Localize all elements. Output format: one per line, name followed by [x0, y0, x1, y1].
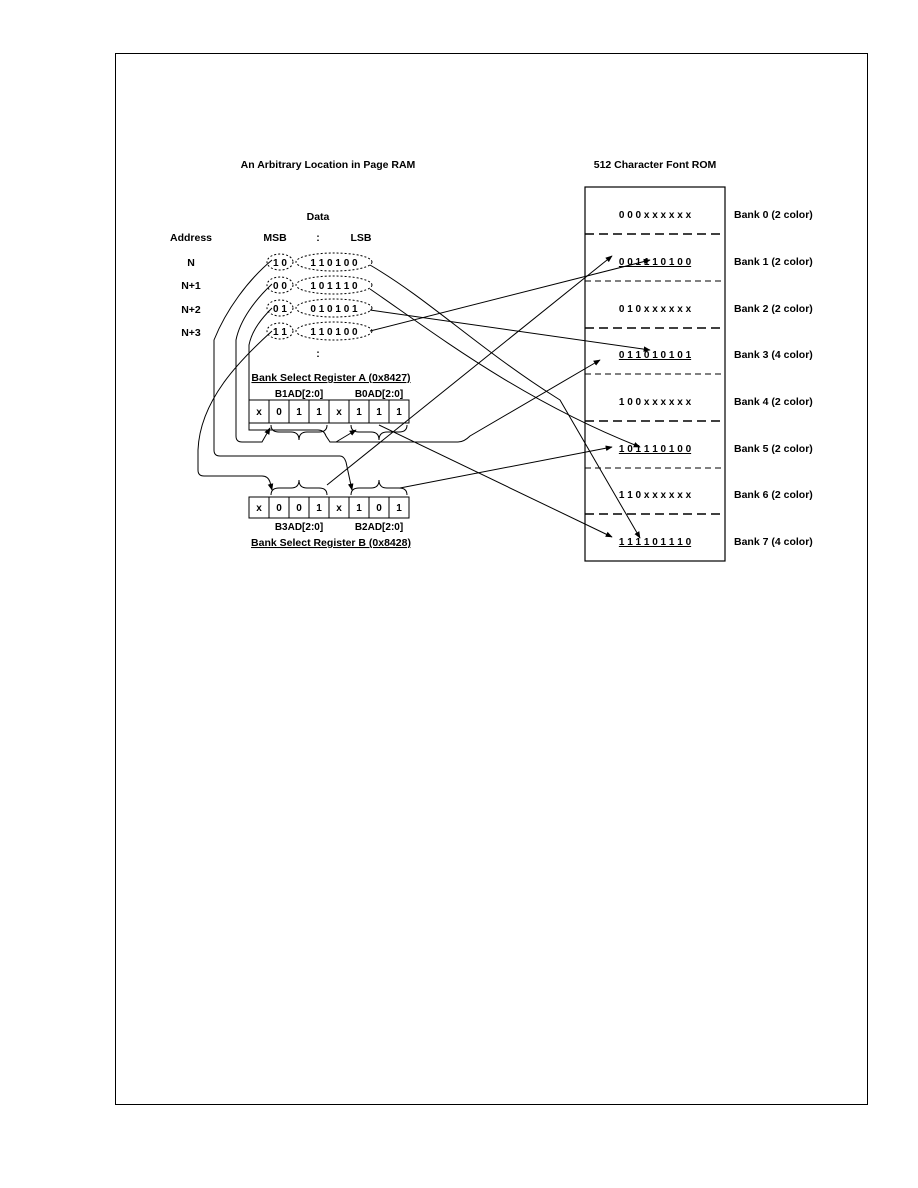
lsb-n-to-bank7	[369, 264, 641, 539]
bank-label: Bank 4 (2 color)	[734, 396, 813, 408]
bank-label: Bank 3 (4 color)	[734, 349, 813, 361]
ram-row: N+2 0 1 0 1 0 1 0 1	[181, 298, 373, 318]
lsb-bits: 1 1 0 1 0 0	[310, 258, 358, 269]
font-rom	[584, 186, 726, 562]
msb-line-n	[213, 259, 354, 491]
row-address: N+3	[181, 327, 201, 339]
ram-row: N+3 1 1 1 1 0 1 0 0	[181, 321, 373, 341]
bank-label: Bank 0 (2 color)	[734, 209, 813, 221]
msb-ellipse	[266, 276, 294, 294]
bank-bits: 1 1 1 1 0 1 1 1 0	[619, 537, 692, 548]
bank-label: Bank 7 (4 color)	[734, 536, 813, 548]
bank-bits: 1 0 0 x x x x x x	[619, 397, 692, 408]
msb-bits: 0 1	[273, 304, 287, 315]
lsb-bits: 1 0 1 1 1 0	[310, 281, 358, 292]
msb-ellipse	[266, 299, 294, 317]
msb-line-n1	[235, 283, 273, 443]
rom-bank: 1 0 1 1 1 0 1 0 0 Bank 5 (2 color)	[619, 443, 813, 455]
lsb-label: LSB	[351, 232, 372, 244]
b3ad-to-bank7-alt	[326, 255, 613, 486]
rom-title: 512 Character Font ROM	[594, 159, 717, 171]
address-label: Address	[170, 232, 212, 244]
ram-row: N+1 0 0 1 0 1 1 1 0	[181, 275, 373, 295]
bank-bits: 0 0 0 x x x x x x	[619, 210, 692, 221]
rom-bank: 0 0 0 x x x x x x Bank 0 (2 color)	[619, 209, 813, 221]
bank-label: Bank 5 (2 color)	[734, 443, 813, 455]
rom-bank: 1 1 1 1 0 1 1 1 0 Bank 7 (4 color)	[619, 536, 813, 548]
register-bit: 0	[276, 503, 282, 514]
rom-bank: 0 0 1 1 1 0 1 0 0 Bank 1 (2 color)	[619, 256, 813, 268]
bank-bits: 0 1 0 x x x x x x	[619, 304, 692, 315]
register-a-field-right: B0AD[2:0]	[355, 389, 403, 400]
data-label: Data	[307, 211, 330, 223]
lsb-ellipse	[295, 298, 373, 318]
lsb-n1-to-bank5	[369, 288, 641, 448]
register-a: x 0 1 1 x 1 1 1	[248, 399, 410, 424]
rom-bank: 0 1 0 x x x x x x Bank 2 (2 color)	[619, 303, 813, 315]
register-bit: 1	[316, 503, 322, 514]
row-address: N+2	[181, 304, 201, 316]
msb-line-n3	[197, 330, 274, 491]
register-bit: 1	[296, 407, 302, 418]
register-bit: x	[336, 503, 342, 514]
register-bit: 1	[356, 407, 362, 418]
row-address: N+1	[181, 280, 201, 292]
register-b-field-right: B2AD[2:0]	[355, 522, 403, 533]
lsb-bits: 1 1 0 1 0 0	[310, 327, 358, 338]
register-bit: x	[256, 503, 262, 514]
b0ad-to-bank7	[378, 424, 613, 538]
register-bit: 1	[376, 407, 382, 418]
register-bit: 1	[316, 407, 322, 418]
bank-bits: 1 0 1 1 1 0 1 0 0	[619, 444, 692, 455]
register-b-field-left: B3AD[2:0]	[275, 522, 323, 533]
register-bit: 0	[276, 407, 282, 418]
register-bit: 0	[376, 503, 382, 514]
row-address: N	[187, 257, 195, 269]
bank-bits: 1 1 0 x x x x x x	[619, 490, 692, 501]
rom-bank: 1 1 0 x x x x x x Bank 6 (2 color)	[619, 489, 813, 501]
bank-label: Bank 2 (2 color)	[734, 303, 813, 315]
ram-row: N 1 0 1 1 0 1 0 0	[187, 252, 373, 272]
header-colon: :	[316, 232, 320, 244]
msb-ellipse	[266, 253, 294, 271]
bank-bits: 0 0 1 1 1 0 1 0 0	[619, 257, 692, 268]
brace-b1ad	[270, 424, 328, 441]
continuation-dots: :	[316, 348, 320, 360]
rom-bank: 1 0 0 x x x x x x Bank 4 (2 color)	[619, 396, 813, 408]
register-bit: 1	[356, 503, 362, 514]
register-bit: 1	[396, 503, 402, 514]
b2ad-to-bank5	[399, 445, 613, 489]
bank-bits: 0 1 1 0 1 0 1 0 1	[619, 350, 692, 361]
page-frame	[115, 53, 868, 1105]
register-bit: 1	[396, 407, 402, 418]
ram-title: An Arbitrary Location in Page RAM	[241, 159, 416, 171]
register-bit: x	[256, 407, 262, 418]
brace-b2ad	[350, 479, 408, 496]
msb-bits: 0 0	[273, 281, 287, 292]
msb-bits: 1 0	[273, 258, 287, 269]
lsb-n2-to-bank3	[369, 309, 651, 352]
register-bit: x	[336, 407, 342, 418]
msb-label: MSB	[263, 232, 287, 244]
lsb-n3-to-bank1	[369, 258, 651, 332]
lsb-ellipse	[295, 275, 373, 295]
lsb-bits: 0 1 0 1 0 1	[310, 304, 358, 315]
msb-ellipse	[266, 322, 294, 340]
register-b-title: Bank Select Register B (0x8428)	[251, 537, 411, 549]
register-a-title: Bank Select Register A (0x8427)	[251, 372, 410, 384]
msb-line-n2	[248, 307, 601, 443]
bank-label: Bank 1 (2 color)	[734, 256, 813, 268]
lsb-ellipse	[295, 252, 373, 272]
connectors	[197, 255, 651, 539]
register-bit: 0	[296, 503, 302, 514]
msb-bits: 1 1	[273, 327, 287, 338]
rom-bank: 0 1 1 0 1 0 1 0 1 Bank 3 (4 color)	[619, 349, 813, 361]
bank-label: Bank 6 (2 color)	[734, 489, 813, 501]
register-b: x 0 0 1 x 1 0 1	[248, 496, 410, 519]
reg-a-b0ad-arrow	[335, 429, 357, 443]
brace-b3ad	[270, 479, 328, 496]
register-a-field-left: B1AD[2:0]	[275, 389, 323, 400]
